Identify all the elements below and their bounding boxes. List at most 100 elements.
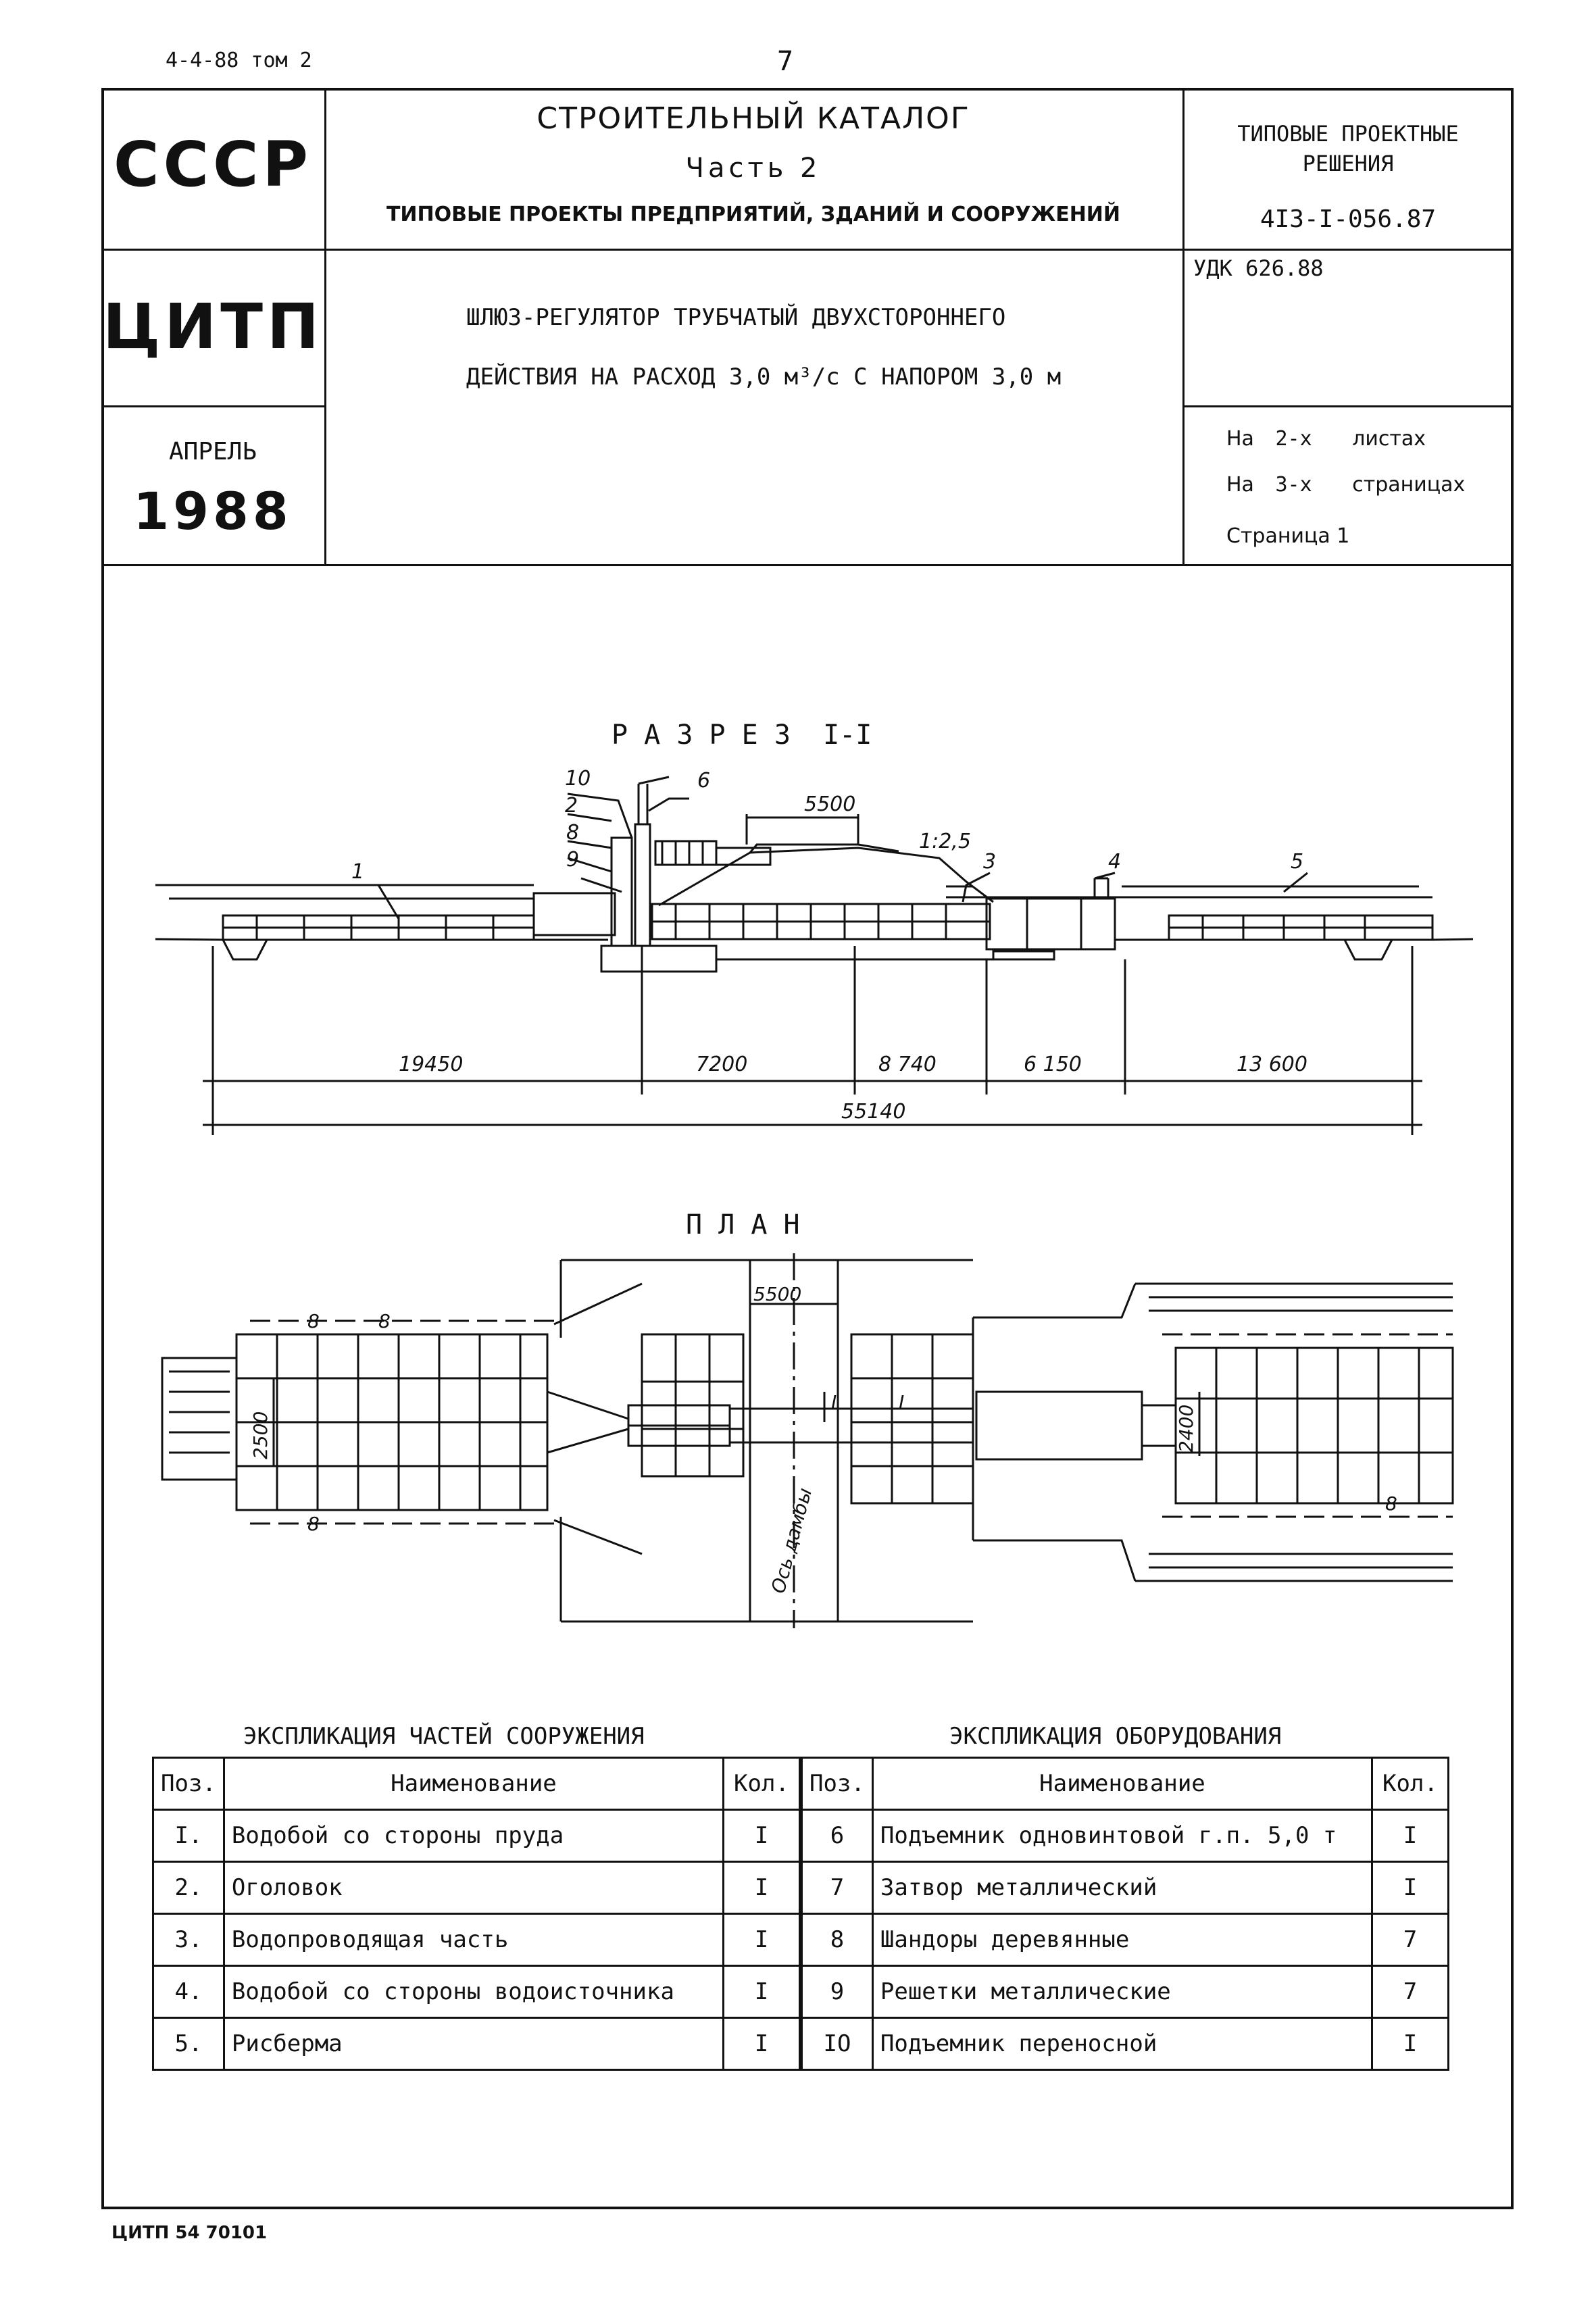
table-row: 7 Затвор металлический I [801, 1861, 1449, 1915]
table-header-cell: Поз. [801, 1757, 874, 1811]
table-cell: 4. [152, 1965, 225, 2019]
table-cell: Шандоры деревянные [871, 1913, 1374, 1967]
table-cell: I [722, 1861, 801, 1915]
section-callout-10: 10 [565, 767, 591, 790]
page-count: На 3-х страницах [1226, 473, 1465, 497]
sheet-count: На 2-х листах [1226, 427, 1426, 451]
table-cell: Затвор металлический [871, 1861, 1374, 1915]
table-cell: Водобой со стороны водоисточника [222, 1965, 725, 2019]
plan-symbol-1: 8 [307, 1310, 320, 1332]
table-cell: I. [152, 1809, 225, 1863]
table-cell: 9 [801, 1965, 874, 2019]
table-row: 8 Шандоры деревянные 7 [801, 1913, 1449, 1967]
plan-title: П Л А Н [686, 1209, 800, 1240]
table-cell: I [722, 2017, 801, 2071]
table-row: 2. Оголовок I [152, 1861, 801, 1915]
plan-dim-right: 2400 [1175, 1405, 1197, 1453]
month-label: АПРЕЛЬ [168, 438, 257, 466]
table-cell: I [1371, 1861, 1449, 1915]
page-count-value: 3-х [1275, 473, 1312, 497]
country-label: СССР [114, 128, 312, 201]
project-title-line-1: ШЛЮЗ-РЕГУЛЯТОР ТРУБЧАТЫЙ ДВУХСТОРОННЕГО [466, 304, 1006, 331]
page-count-word: страницах [1352, 473, 1466, 497]
catalog-part: Часть 2 [685, 153, 822, 184]
org-label: ЦИТП [102, 291, 324, 363]
plan-section-mark-right: I [899, 1391, 904, 1413]
plan-drawing: 5500 2500 2400 Ось дамбы I I 8 8 8 8 [161, 1253, 1454, 1628]
expl-parts-title: ЭКСПЛИКАЦИЯ ЧАСТЕЙ СООРУЖЕНИЯ [243, 1723, 645, 1750]
project-title-line-2: ДЕЙСТВИЯ НА РАСХОД 3,0 м³/с С НАПОРОМ 3,… [466, 363, 1062, 391]
section-callout-1: 1 [351, 860, 364, 884]
table-cell: Решетки металлические [871, 1965, 1374, 2019]
section-dim-4: 6 150 [1024, 1053, 1082, 1076]
table-cell: 8 [801, 1913, 874, 1967]
table-cell: 2. [152, 1861, 225, 1915]
table-cell: Водопроводящая часть [222, 1913, 725, 1967]
expl-equipment-table: Поз. Наименование Кол. 6 Подъемник однов… [801, 1757, 1449, 2071]
plan-section-mark-left: I [831, 1391, 837, 1413]
table-row: 5. Рисберма I [152, 2017, 801, 2071]
title-block-line [101, 564, 1514, 566]
table-header-cell: Наименование [871, 1757, 1374, 1811]
footer-code: ЦИТП 54 70101 [111, 2223, 268, 2243]
section-top-dim: 5500 [804, 793, 855, 816]
page-label: Страница 1 [1226, 524, 1350, 548]
table-row: 4. Водобой со стороны водоисточника I [152, 1965, 801, 2019]
section-callout-8: 8 [566, 821, 579, 845]
section-dim-3: 8 740 [878, 1053, 937, 1076]
table-cell: Подъемник одновинтовой г.п. 5,0 т [871, 1809, 1374, 1863]
year-label: 1988 [133, 481, 293, 541]
plan-axis-label: Ось дамбы [767, 1486, 816, 1596]
table-row: I. Водобой со стороны пруда I [152, 1809, 801, 1863]
section-callout-2: 2 [565, 794, 578, 818]
table-header-cell: Поз. [152, 1757, 225, 1811]
table-cell: I [722, 1809, 801, 1863]
table-header-row: Поз. Наименование Кол. [152, 1757, 801, 1811]
table-cell: 5. [152, 2017, 225, 2071]
section-callout-5: 5 [1291, 850, 1303, 874]
drawing-sheet [101, 88, 1514, 2209]
table-header-cell: Наименование [222, 1757, 725, 1811]
section-total-dim: 55140 [841, 1100, 905, 1124]
table-cell: I [722, 1913, 801, 1967]
table-cell: Водобой со стороны пруда [222, 1809, 725, 1863]
catalog-title: СТРОИТЕЛЬНЫЙ КАТАЛОГ [537, 101, 970, 136]
section-dim-1: 19450 [399, 1053, 463, 1076]
table-cell: 3. [152, 1913, 225, 1967]
table-row: IO Подъемник переносной I [801, 2017, 1449, 2071]
table-header-row: Поз. Наименование Кол. [801, 1757, 1449, 1811]
table-row: 6 Подъемник одновинтовой г.п. 5,0 т I [801, 1809, 1449, 1863]
table-cell: Рисберма [222, 2017, 725, 2071]
section-slope: 1:2,5 [919, 830, 971, 853]
page-count-prefix: На [1226, 473, 1254, 497]
section-callout-3: 3 [983, 850, 996, 874]
title-block-line [1182, 88, 1184, 564]
table-cell: 6 [801, 1809, 874, 1863]
table-header-cell: Кол. [722, 1757, 801, 1811]
table-row: 9 Решетки металлические 7 [801, 1965, 1449, 2019]
plan-symbol-4: 8 [1385, 1492, 1397, 1515]
expl-parts-table: Поз. Наименование Кол. I. Водобой со сто… [152, 1757, 801, 2071]
table-cell: 7 [801, 1861, 874, 1915]
catalog-subtitle: ТИПОВЫЕ ПРОЕКТЫ ПРЕДПРИЯТИЙ, ЗДАНИЙ И СО… [386, 203, 1121, 226]
series-code: 4I3-I-056.87 [1260, 205, 1437, 233]
plan-dim-left: 2500 [249, 1411, 272, 1459]
series-label-line-1: ТИПОВЫЕ ПРОЕКТНЫЕ [1237, 121, 1459, 147]
table-cell: 7 [1371, 1913, 1449, 1967]
plan-dim-top: 5500 [753, 1283, 801, 1305]
section-callout-9: 9 [566, 848, 579, 872]
table-cell: I [1371, 2017, 1449, 2071]
udk-code: УДК 626.88 [1193, 255, 1324, 281]
section-dim-5: 13 600 [1237, 1053, 1307, 1076]
series-label-line-2: РЕШЕНИЯ [1302, 151, 1394, 176]
page-number: 7 [777, 46, 794, 77]
table-cell: I [722, 1965, 801, 2019]
expl-equipment-title: ЭКСПЛИКАЦИЯ ОБОРУДОВАНИЯ [949, 1723, 1282, 1750]
table-row: 3. Водопроводящая часть I [152, 1913, 801, 1967]
table-header-cell: Кол. [1371, 1757, 1449, 1811]
section-dim-2: 7200 [696, 1053, 747, 1076]
sheet-count-word: листах [1352, 427, 1426, 451]
series-label: ТИПОВЫЕ ПРОЕКТНЫЕ РЕШЕНИЯ [1182, 119, 1514, 178]
title-block-line [1182, 405, 1514, 407]
section-callout-6: 6 [697, 769, 710, 793]
